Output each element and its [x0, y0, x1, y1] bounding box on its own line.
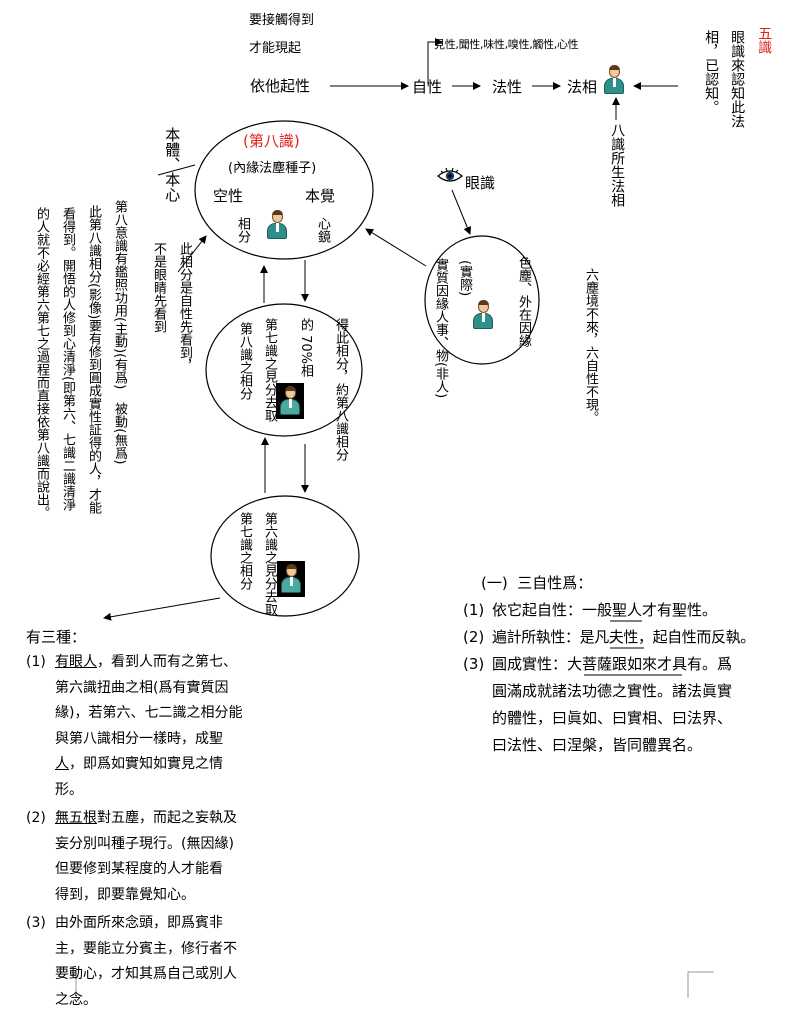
circle-eye-consciousness [424, 235, 540, 365]
item-line: 要動心，才知其爲自己或別人 [55, 966, 237, 982]
arrow-eye-to-8 [365, 228, 427, 267]
need-contact-line-1: 要接觸得到 [249, 13, 315, 28]
three-kinds-heading: 有三種： [26, 628, 87, 646]
item-line: 與第八識相分一樣時，成聖 [55, 730, 223, 747]
item-line: 妄分別叫種子現行。(無因緣) [55, 835, 234, 852]
underlined-term: 無五根 [55, 810, 97, 826]
list-item: (1) 有眼人，看到人而有之第七、 第六識扭曲之相(爲有實質因 緣)，若第六、七… [26, 650, 266, 803]
left-col-2: 此第八識相分(影像)要有修到圓成實性証得的人，才能 [85, 205, 101, 515]
label-faxing: 法性 [492, 78, 523, 96]
list-item: (3) 圓成實性：大菩薩跟如來才具有。爲 圓滿成就諸法功德之實性。諸法眞實 的體… [463, 651, 788, 759]
item-line: 第六識扭曲之相(爲有實質因 [55, 679, 229, 696]
item-line: 圓成實性：大菩薩跟如來才具有。爲 [492, 655, 733, 673]
arrow-not-eye [177, 235, 207, 273]
label-wushi: 五識 [756, 26, 773, 54]
eye-circle-col-3: 實質因緣人事、物(非人) [432, 258, 448, 399]
item-line: 但要修到某程度的人才能看 [55, 861, 223, 877]
item-line-rest: ，即爲如實知如實見之情 [69, 756, 223, 772]
circle-seventh-consciousness [205, 303, 363, 437]
label-senses: 見性,聞性,味性,嗅性,觸性,心性 [434, 38, 579, 51]
eye-circle-col-2: (實際) [456, 260, 472, 297]
item-number: (1) [26, 654, 46, 670]
circle-sixth-consciousness [210, 495, 360, 617]
list-item: (1) 依它起自性：一般聖人才有聖性。 [463, 597, 788, 624]
item-line: 主，要能立分賓主，修行者不 [55, 940, 237, 957]
wushi-note-col-b: 相，已認知。 [703, 30, 720, 114]
item-line: 曰法性、曰涅槃，皆同體異名。 [492, 736, 703, 754]
item-number: (1) [463, 601, 485, 619]
eye-icon [436, 167, 464, 184]
person-icon [264, 210, 290, 240]
circle6-col-2: 第六識之見分去取 [261, 512, 277, 616]
item-line: 有眼人，看到人而有之第七、 [55, 650, 266, 676]
three-kinds-list: (1) 有眼人，看到人而有之第七、 第六識扭曲之相(爲有實質因 緣)，若第六、七… [26, 650, 266, 1013]
item-line: 無五根對五塵，而起之妄執及 [55, 806, 266, 832]
three-natures-list: (1) 依它起自性：一般聖人才有聖性。 (2) 遍計所執性：是凡夫性，起自性而反… [463, 597, 788, 759]
circle7-col-1: 第八識之相分 [236, 322, 252, 400]
person-icon [276, 383, 304, 419]
circle8-xinjing: 心鏡 [314, 217, 330, 243]
arrow-to-three-kinds [103, 597, 221, 621]
list-item: (2) 遍計所執性：是凡夫性，起自性而反執。 [463, 624, 788, 651]
item-line: 緣)，若第六、七二識之相分能 [55, 705, 243, 721]
item-line: 人，即爲如實知如實見之情 [55, 752, 266, 778]
not-eye-col-1: 此相分是自性先看到， [176, 242, 192, 372]
list-item: (2) 無五根對五塵，而起之妄執及 妄分別叫種子現行。(無因緣) 但要修到某程度… [26, 806, 266, 908]
item-line: 遍計所執性：是凡夫性，起自性而反執。 [492, 628, 755, 646]
underlined-term: 有眼人 [55, 654, 97, 670]
three-natures-heading: (一) 三自性爲： [481, 574, 593, 592]
circle7-col-2: 第七識之見分去取 [261, 318, 277, 422]
circle8-benjue: 本覺 [305, 187, 336, 205]
six-dust-note: 六塵境不來，六自性不現。 [582, 268, 598, 424]
circle8-subtitle: (內緣法塵種子) [228, 161, 317, 176]
person-icon [601, 65, 627, 95]
item-line: 由外面所來念頭，即爲賓非 [55, 915, 223, 931]
circle7-side: 得此相分，約第八識相分 [332, 318, 348, 461]
circle6-col-1: 第七識之相分 [236, 512, 252, 590]
circle8-xiangfen: 相分 [234, 217, 250, 243]
person-icon [277, 561, 305, 597]
label-benti: 本體、本心 [163, 127, 182, 202]
label-faxiang: 法相 [567, 78, 598, 96]
item-line: 得到，即要靠覺知心。 [55, 886, 195, 903]
not-eye-col-2: 不是眼睛先看到 [150, 242, 166, 333]
eye-circle-col-1: 色塵、外在因緣 [515, 256, 531, 347]
item-line-rest: 對五塵，而起之妄執及 [97, 810, 237, 826]
item-line: 之念。 [55, 991, 97, 1008]
left-col-4: 的人就不必經第六第七之過程而直接依第八識而說出。 [33, 207, 49, 519]
item-number: (2) [26, 810, 46, 826]
item-line: 依它起自性：一般聖人才有聖性。 [492, 601, 718, 619]
circle8-kongxing: 空性 [213, 187, 244, 205]
label-zixing: 自性 [412, 78, 443, 96]
item-line: 圓滿成就諸法功德之實性。諸法眞實 [492, 682, 733, 700]
left-col-3: 看得到。開悟的人修到心清淨(即第六、七識二識清淨 [59, 207, 75, 512]
item-number: (2) [463, 628, 485, 646]
line-benti [157, 164, 196, 176]
person-icon [470, 300, 496, 330]
left-col-1: 第八意識有鑑照功用(主動)(有爲) 被動(無爲) [111, 200, 127, 465]
item-number: (3) [463, 655, 485, 673]
circle-eighth-consciousness [194, 120, 374, 260]
arrow-eye-label [451, 189, 472, 235]
label-bashi-sheng: 八識所生法相 [609, 123, 626, 207]
underlined-term: 人 [55, 756, 69, 772]
item-line-rest: ，看到人而有之第七、 [97, 654, 237, 670]
list-item: (3) 由外面所來念頭，即爲賓非 主，要能立分賓主，修行者不 要動心，才知其爲自… [26, 911, 266, 1013]
arrow-to-senses [427, 38, 443, 84]
circle7-col-3: 的 70%相 [297, 318, 313, 378]
wushi-note-col-a: 眼識來認知此法 [729, 30, 746, 128]
label-eye-consciousness: 眼識 [465, 174, 496, 192]
item-line: 形。 [55, 781, 83, 798]
circle8-title: (第八識) [243, 132, 300, 150]
need-contact-line-2: 才能現起 [249, 41, 302, 56]
item-line: 的體性，曰眞如、曰實相、曰法界、 [492, 709, 733, 727]
item-number: (3) [26, 915, 46, 931]
page-corner-mark-right [687, 971, 714, 998]
label-yitaqixing: 依他起性 [250, 77, 311, 95]
